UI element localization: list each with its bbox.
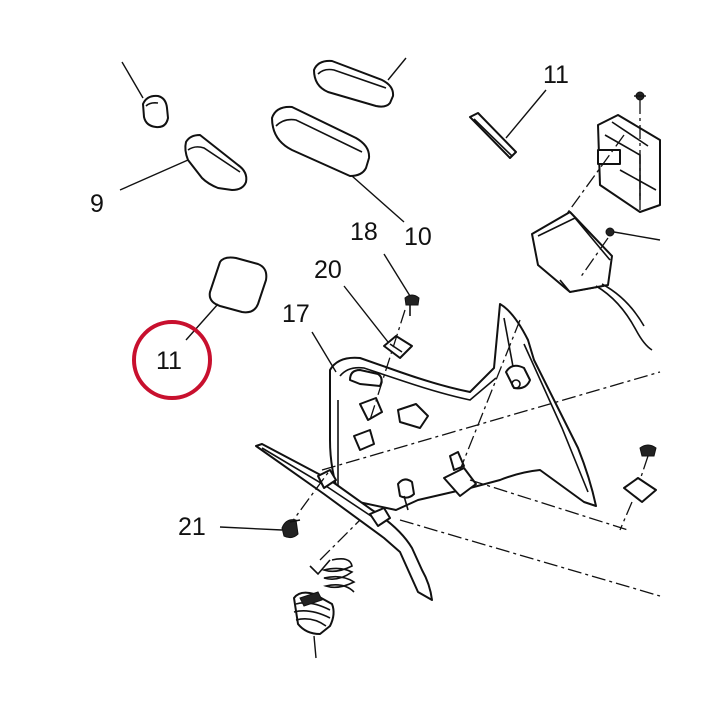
part-switch-module (531, 211, 661, 351)
part-11-square-pad (132, 256, 268, 400)
part-18-screw (383, 253, 420, 316)
callout-21: 21 (178, 513, 206, 541)
callout-10: 10 (404, 223, 432, 251)
part-20-clip (343, 285, 413, 359)
part-bracket-assembly (565, 91, 661, 216)
callout-18: 18 (350, 218, 378, 246)
callout-11-top: 11 (543, 61, 569, 89)
callout-17: 17 (282, 300, 310, 328)
part-11-strip (469, 89, 547, 159)
part-spring (309, 558, 356, 593)
part-small-cap (121, 61, 169, 129)
part-9-pad (119, 134, 248, 191)
part-21-screw (219, 519, 301, 539)
callout-11-highlighted: 11 (156, 347, 182, 375)
part-plunger (293, 591, 335, 659)
part-17-cover (311, 303, 597, 511)
part-right-clip (619, 444, 657, 531)
highlight-circle (132, 320, 212, 400)
part-10-pad (271, 105, 405, 223)
alignment-lines (319, 309, 661, 597)
part-top-pad (313, 57, 407, 108)
callout-20: 20 (314, 256, 342, 284)
callout-9: 9 (90, 190, 104, 218)
